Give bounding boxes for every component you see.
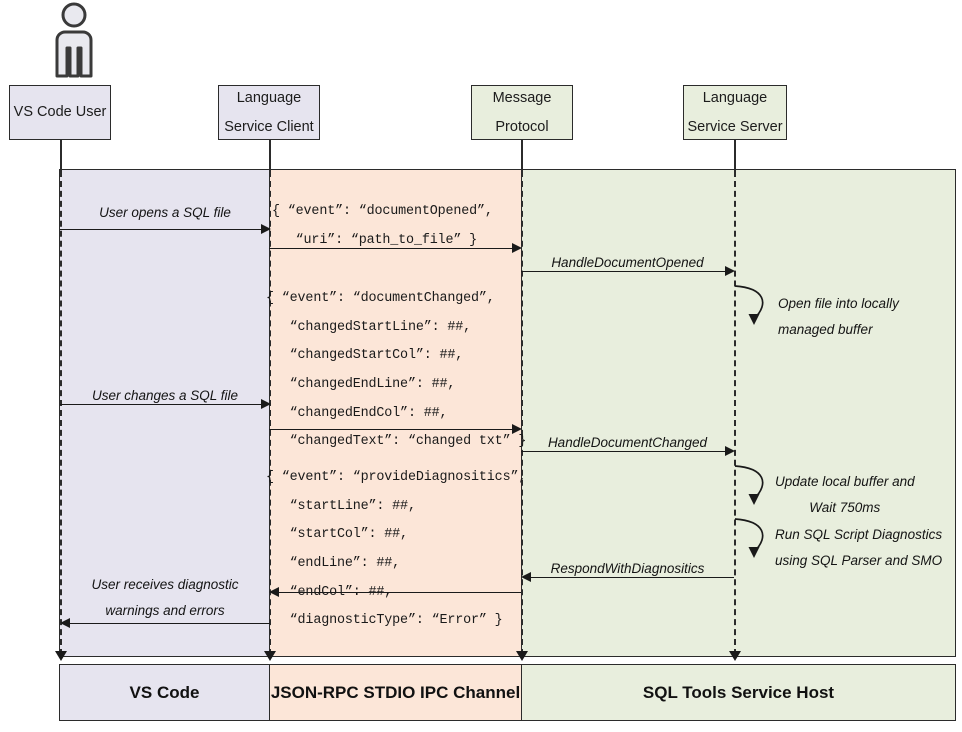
payload-line: “changedEndCol”: ##, <box>266 405 448 421</box>
message-label-handle-document-opened: HandleDocumentOpened <box>551 255 704 270</box>
footer-band-ipc: JSON-RPC STDIO IPC Channel <box>269 664 522 721</box>
lifeline-protocol <box>521 171 523 655</box>
message-arrow-user-opens <box>60 229 263 230</box>
lifeline-title-line2: Service Client <box>224 118 314 135</box>
lifeline-title-line1: Language <box>702 90 768 107</box>
arrowhead-left <box>521 572 531 582</box>
lifeline-user <box>60 171 62 655</box>
arrowhead-right <box>512 243 522 253</box>
arrowhead-right <box>512 424 522 434</box>
swimlane-vscode <box>59 169 270 657</box>
note-open-file: Open file into locally managed buffer <box>778 291 899 344</box>
lifeline-header-user: VS Code User <box>9 85 111 140</box>
arrowhead-down <box>264 651 276 661</box>
message-arrow-respond-with-diagnostics <box>530 577 734 578</box>
message-label-user-opens: User opens a SQL file <box>99 205 231 220</box>
footer-band-label: SQL Tools Service Host <box>642 682 835 702</box>
payload-line: “endLine”: ##, <box>266 556 401 572</box>
payload-line: “startCol”: ##, <box>266 527 408 543</box>
payload-line: “uri”: “path_to_file” } <box>272 232 478 248</box>
message-label-user-receives: User receives diagnostic warnings and er… <box>60 572 270 625</box>
swimlane-host <box>521 169 956 657</box>
arrowhead-down <box>55 651 67 661</box>
arrowhead-left <box>60 618 70 628</box>
payload-line: “changedStartCol”: ##, <box>266 348 464 364</box>
message-arrow-user-receives <box>69 623 270 624</box>
payload-line: “startLine”: ##, <box>266 498 416 514</box>
message-label-user-changes: User changes a SQL file <box>91 388 239 403</box>
payload-line: “changedEndLine”: ##, <box>266 377 456 393</box>
lifeline-title-line1: Language <box>236 90 302 107</box>
message-arrow-client-to-protocol-opened <box>269 248 514 249</box>
arrowhead-right <box>725 266 735 276</box>
arrowhead-right <box>261 224 271 234</box>
swimlane-ipc <box>269 169 522 657</box>
lifeline-header-server: Language Service Server <box>683 85 787 140</box>
payload-line: “changedText”: “changed txt” } <box>266 434 527 450</box>
lifeline-header-client: Language Service Client <box>218 85 320 140</box>
note-line1: Open file into locally <box>778 296 899 311</box>
lifeline-protocol-stub <box>521 140 523 171</box>
self-loop-open-file <box>734 285 764 325</box>
message-label-handle-document-changed: HandleDocumentChanged <box>547 435 708 450</box>
self-loop-update-buffer <box>734 465 764 505</box>
footer-band-label: VS Code <box>129 682 200 702</box>
payload-line: { “event”: “documentOpened”, <box>272 204 493 219</box>
self-loop-run-diagnostics <box>734 518 764 558</box>
lifeline-user-stub <box>60 140 62 171</box>
payload-line: “diagnosticType”: “Error” } <box>266 613 503 629</box>
message-label-line2: warnings and errors <box>105 603 225 619</box>
arrowhead-down <box>516 651 528 661</box>
lifeline-title-line1: Message <box>492 90 552 107</box>
payload-line: “changedStartLine”: ##, <box>266 319 472 335</box>
note-line2: managed buffer <box>778 322 873 338</box>
message-label-line1: User receives diagnostic <box>91 577 239 592</box>
note-line2: Wait 750ms <box>809 500 881 516</box>
payload-provide-diagnostics: { “event”: “provideDiagnositics”, “start… <box>266 464 526 636</box>
person-icon <box>55 2 93 78</box>
lifeline-client-stub <box>269 140 271 171</box>
payload-line: { “event”: “provideDiagnositics”, <box>266 470 527 485</box>
message-arrow-protocol-to-client-diagnostics <box>278 592 521 593</box>
note-line2: using SQL Parser and SMO <box>775 553 943 569</box>
lifeline-title-line2: Service Server <box>687 118 783 135</box>
lifeline-title-line2: Protocol <box>495 118 549 135</box>
message-arrow-handle-document-changed <box>521 451 726 452</box>
note-run-diagnostics: Run SQL Script Diagnostics using SQL Par… <box>775 522 942 575</box>
message-label-respond-with-diagnostics: RespondWithDiagnositics <box>550 561 705 576</box>
note-line1: Update local buffer and <box>775 474 915 489</box>
payload-document-changed: { “event”: “documentChanged”, “changedSt… <box>266 285 526 457</box>
payload-line: { “event”: “documentChanged”, <box>266 291 495 306</box>
footer-band-host: SQL Tools Service Host <box>521 664 956 721</box>
lifeline-title-line1: VS Code User <box>13 104 107 121</box>
lifeline-client <box>269 171 271 655</box>
message-arrow-handle-document-opened <box>521 271 726 272</box>
lifeline-server <box>734 171 736 655</box>
lifeline-server-stub <box>734 140 736 171</box>
footer-band-vscode: VS Code <box>59 664 270 721</box>
arrowhead-right <box>261 399 271 409</box>
note-update-buffer: Update local buffer and Wait 750ms <box>775 469 915 522</box>
footer-band-label: JSON-RPC STDIO IPC Channel <box>270 682 521 702</box>
lifeline-header-protocol: Message Protocol <box>471 85 573 140</box>
arrowhead-right <box>725 446 735 456</box>
message-arrow-user-changes <box>60 404 263 405</box>
message-arrow-client-to-protocol-changed <box>269 429 514 430</box>
payload-document-opened: { “event”: “documentOpened”, “uri”: “pat… <box>272 198 493 255</box>
arrowhead-down <box>729 651 741 661</box>
arrowhead-left <box>269 587 279 597</box>
note-line1: Run SQL Script Diagnostics <box>775 527 943 542</box>
